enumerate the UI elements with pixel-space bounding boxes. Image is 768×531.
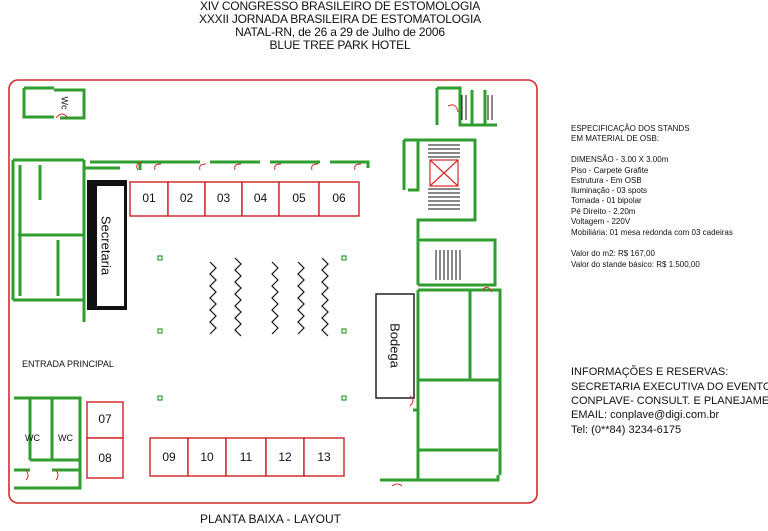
stairs-upper (428, 144, 460, 210)
columns (157, 255, 347, 401)
stand-13[interactable] (303, 437, 345, 477)
stand-label-01: 01 (142, 191, 156, 205)
contact-line-1: INFORMAÇÕES E RESERVAS: (571, 366, 729, 378)
elevator-cross (429, 159, 459, 187)
zigzag-decor (209, 257, 329, 337)
stand-label-04: 04 (253, 191, 268, 205)
spec-item-8: Mobiliária: 01 mesa redonda com 03 cadei… (571, 228, 733, 237)
contact-line-2: SECRETARIA EXECUTIVA DO EVENTO; (571, 381, 768, 393)
spec-item-7: Voltagem - 220V (571, 217, 631, 226)
stand-06[interactable] (318, 181, 360, 217)
stand-07[interactable] (86, 401, 124, 439)
stand-label-07: 07 (98, 412, 112, 426)
wc-right-label: WC (58, 433, 73, 443)
secretaria-label: Secretaria (98, 215, 114, 276)
stand-label-10: 10 (200, 450, 214, 464)
stand-label-02: 02 (179, 191, 194, 205)
spec-price-m2: Valor do m2: R$ 167,00 (571, 249, 655, 258)
spec-item-1: DIMENSÃO - 3.00 X 3.00m (571, 155, 669, 164)
outer-wall (8, 79, 538, 504)
stand-label-11: 11 (239, 450, 253, 464)
stand-10[interactable] (187, 437, 227, 477)
contact-line-3: CONPLAVE- CONSULT. E PLANEJAMENTO (571, 395, 768, 407)
wc-left-label: WC (25, 433, 40, 443)
bodega-box (375, 293, 415, 399)
contact-phone: Tel: (0**84) 3234-6175 (571, 424, 682, 436)
plan-footer-title: PLANTA BAIXA - LAYOUT (200, 512, 341, 526)
wc-top-label: Wc (59, 96, 70, 110)
stand-label-13: 13 (317, 450, 331, 464)
spec-title-2: EM MATERIAL DE OSB: (571, 134, 660, 143)
stand-label-06: 06 (332, 191, 346, 205)
stairs-top-right (461, 95, 493, 120)
header-line-1: XIV CONGRESSO BRASILEIRO DE ESTOMOLOGIA (199, 0, 481, 13)
spec-item-3: Estrutura - Em OSB (571, 176, 642, 185)
contact-email[interactable]: EMAIL: conplave@digi.com.br (571, 409, 720, 421)
spec-price-stand: Valor do stande básico: R$ 1.500,00 (571, 260, 700, 269)
stand-05[interactable] (278, 181, 320, 217)
stairs-lower (435, 250, 461, 280)
spec-title-1: ESPECIFICAÇÃO DOS STANDS (571, 124, 690, 133)
header-line-2: XXXII JORNADA BRASILEIRA DE ESTOMATOLOGI… (199, 12, 481, 26)
spec-item-2: Piso - Carpete Grafite (571, 166, 649, 175)
elevator-box (429, 159, 459, 187)
spec-item-4: Iluminação - 03 spots (571, 186, 648, 195)
header-line-3: NATAL-RN, de 26 a 29 de Julho de 2006 (235, 25, 445, 39)
header-line-4: BLUE TREE PARK HOTEL (269, 38, 411, 52)
stand-label-03: 03 (216, 191, 231, 205)
stand-03[interactable] (204, 181, 243, 217)
stand-label-08: 08 (98, 451, 112, 465)
stand-label-09: 09 (162, 450, 176, 464)
stand-12[interactable] (265, 437, 305, 477)
stand-label-05: 05 (292, 191, 306, 205)
bodega-label: Bodega (387, 323, 403, 368)
stand-09[interactable] (149, 437, 189, 477)
stand-02[interactable] (167, 181, 206, 217)
inner-walls (11, 86, 502, 490)
door-swings (25, 104, 493, 487)
stand-08[interactable] (86, 437, 124, 479)
stand-01[interactable] (129, 181, 169, 217)
stand-11[interactable] (225, 437, 267, 477)
stand-label-12: 12 (278, 450, 292, 464)
entrance-label: ENTRADA PRINCIPAL (22, 359, 114, 369)
spec-item-6: Pé Direito - 2.20m (571, 207, 636, 216)
spec-item-5: Tomada - 01 bipolar (571, 196, 642, 205)
secretaria-box (97, 186, 124, 306)
